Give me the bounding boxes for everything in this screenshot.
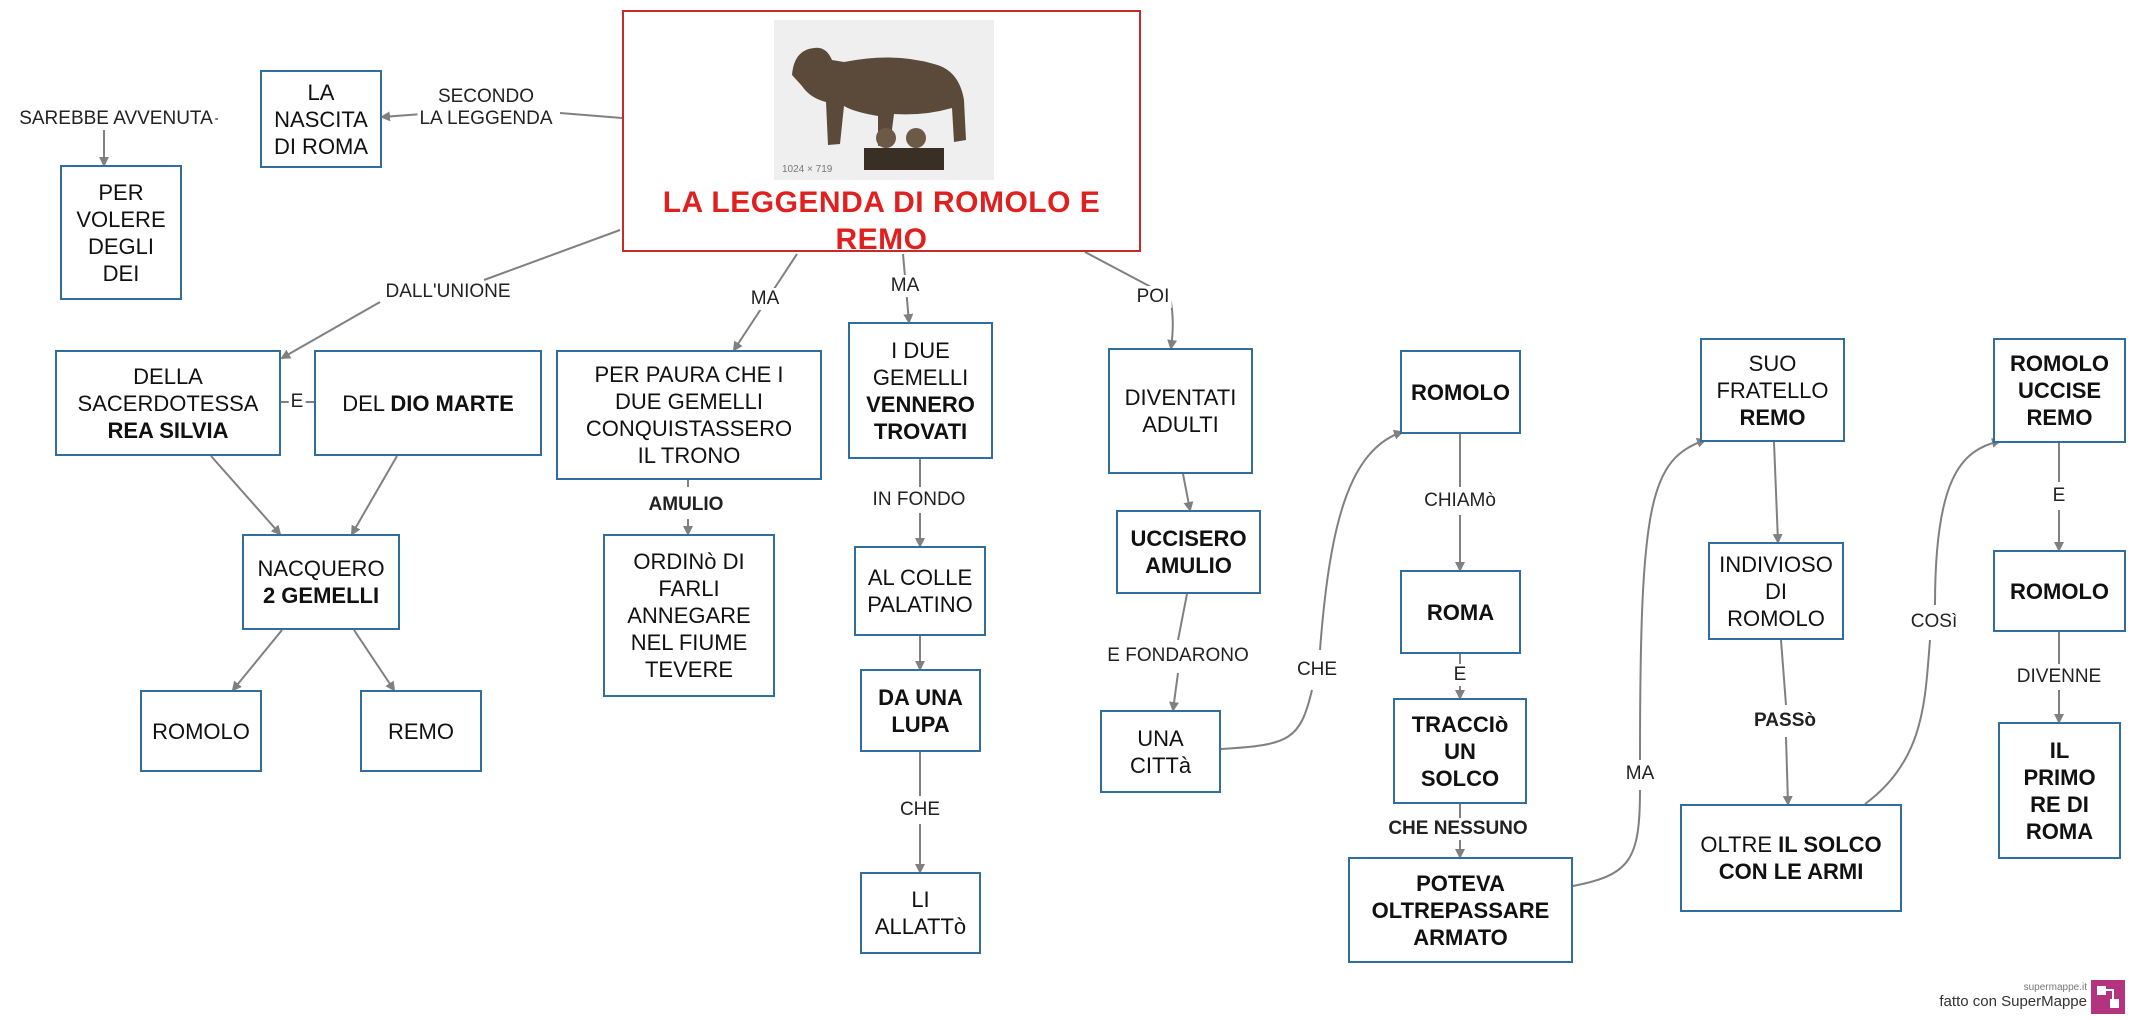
label-e-rea-marte: E — [288, 391, 306, 413]
edge-rea-nacquero — [210, 455, 282, 536]
node-oltre-il-solco: OLTRE IL SOLCO CON LE ARMI — [1680, 804, 1902, 912]
title-line-2: REMO — [835, 223, 928, 256]
footer-text: fatto con SuperMappe — [1939, 993, 2087, 1010]
edge-marte-nacquero — [351, 455, 398, 536]
node-dio-marte: DEL DIO MARTE — [314, 350, 542, 456]
label-e-solco: E — [1451, 664, 1469, 686]
node-romolo-1: ROMOLO — [140, 690, 262, 772]
supermappe-logo-icon — [2091, 980, 2125, 1014]
edge-title-rea — [282, 229, 621, 358]
label-passo: PASSò — [1752, 710, 1818, 732]
node-romolo-3: ROMOLO — [1993, 550, 2126, 632]
label-e-fondarono: E FONDARONO — [1105, 645, 1251, 667]
label-poi: POI — [1134, 286, 1172, 308]
svg-text:1024 × 719: 1024 × 719 — [782, 164, 833, 175]
edge-nacquero-remo — [353, 629, 396, 692]
edge-citta-romolo — [1220, 432, 1402, 750]
label-divenne: DIVENNE — [2014, 666, 2104, 688]
edge-nacquero-romolo — [231, 629, 283, 692]
label-in-fondo: IN FONDO — [870, 489, 968, 511]
label-che-citta: CHE — [1294, 659, 1340, 681]
node-remo-1: REMO — [360, 690, 482, 772]
title-line-1: LA LEGGENDA DI ROMOLO E — [662, 186, 1101, 219]
wolf-icon: 1024 × 719 — [774, 20, 994, 180]
label-che-nessuno: CHE NESSUNO — [1386, 818, 1530, 840]
capitoline-wolf-image: 1024 × 719 — [774, 20, 994, 180]
label-ma-paura: MA — [748, 288, 782, 310]
label-ma-trovati: MA — [888, 275, 922, 297]
edge-uccisero-citta — [1173, 593, 1188, 710]
footer-site: supermappe.it — [2023, 982, 2087, 993]
edge-invidioso-oltre — [1781, 639, 1788, 804]
label-amulio: AMULIO — [646, 494, 726, 516]
node-roma: ROMA — [1400, 570, 1521, 654]
node-romolo-2: ROMOLO — [1400, 350, 1521, 434]
title-text: LA LEGGENDA DI ROMOLO E REMO — [624, 184, 1139, 258]
edge-poteva-fratello — [1572, 440, 1705, 887]
edge-fratello-invidioso — [1772, 441, 1783, 544]
edge-oltre-uccise — [1864, 441, 2000, 805]
label-ma-poteva: MA — [1623, 763, 1657, 785]
label-chiamo: CHIAMò — [1422, 490, 1498, 512]
edge-adulti-uccisero — [1182, 473, 1194, 512]
title-box: 1024 × 719 LA LEGGENDA DI ROMOLO E REMO — [622, 10, 1141, 256]
label-sarebbe-avvenuta: SAREBBE AVVENUTA — [17, 108, 215, 130]
footer-credit: supermappe.it fatto con SuperMappe — [1939, 982, 2087, 1010]
label-cosi: COSì — [1908, 611, 1960, 633]
label-e-romolo: E — [2050, 485, 2068, 507]
label-dall-unione: DALL'UNIONE — [383, 281, 513, 303]
label-che-lupa: CHE — [897, 799, 943, 821]
